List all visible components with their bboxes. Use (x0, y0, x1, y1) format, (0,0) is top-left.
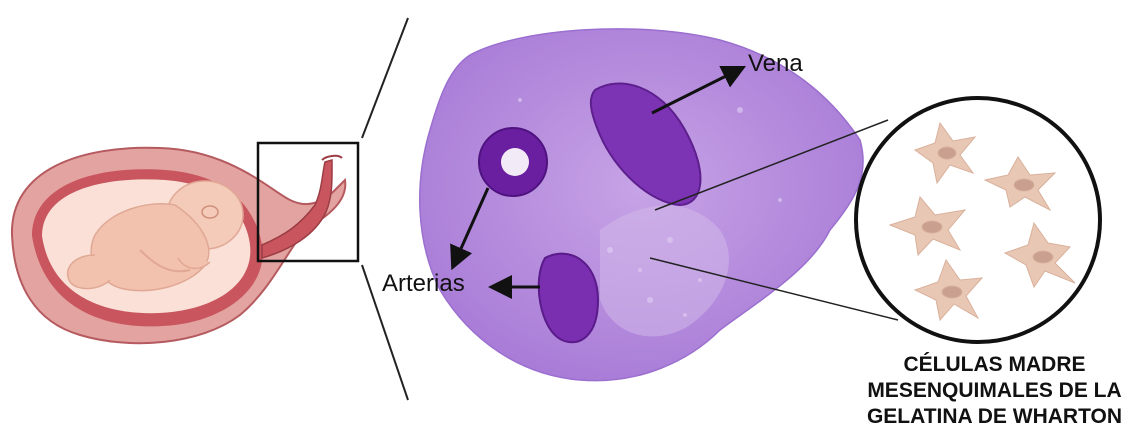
uterus-illustration (12, 148, 345, 343)
artery-top (479, 128, 547, 196)
caption-line-2: MESENQUIMALES DE LA (848, 378, 1141, 404)
msc-circle (856, 98, 1100, 342)
caption-line-3: GELATINA DE WHARTON (848, 404, 1141, 430)
caption-line-1: CÉLULAS MADRE (848, 352, 1141, 378)
msc-caption: CÉLULAS MADRE MESENQUIMALES DE LA GELATI… (848, 352, 1141, 430)
cord-cross-section (420, 29, 863, 381)
vein-label: Vena (748, 50, 803, 78)
zoom-line-top (362, 18, 408, 138)
arteries-label: Arterias (382, 270, 465, 298)
